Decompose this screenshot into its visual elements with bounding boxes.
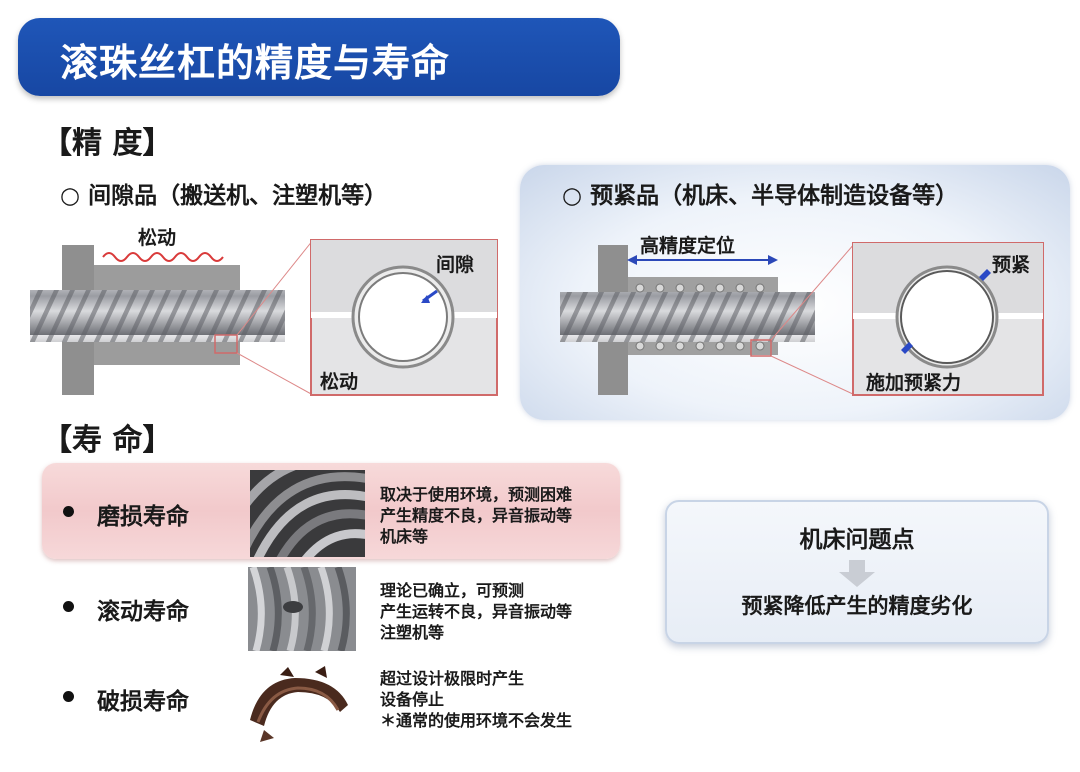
breakage-life-label: 破损寿命: [97, 689, 189, 715]
rolling-desc-line: 产生运转不良，异音振动等: [380, 602, 573, 621]
preload-screw-illustration: [560, 242, 1044, 396]
preload-heading: ○ 预紧品（机床、半导体制造设备等）: [562, 183, 959, 209]
high-precision-label: 高精度定位: [640, 235, 736, 257]
precision-heading: 【精 度】: [42, 126, 173, 161]
breakage-desc-line: ＊通常的使用环境不会发生: [380, 711, 573, 730]
title-banner: 滚珠丝杠的精度与寿命: [18, 18, 620, 96]
loose-label: 松动: [138, 227, 177, 249]
down-arrow-icon: [839, 560, 875, 587]
wear-desc-line: 取决于使用环境，预测困难: [380, 485, 573, 504]
breakage-desc-line: 超过设计极限时产生: [380, 669, 525, 688]
wear-photo: [250, 470, 365, 557]
wear-desc-line: 机床等: [380, 527, 429, 546]
preload-label: 预紧: [992, 254, 1031, 276]
apply-preload-label: 施加预紧力: [866, 372, 962, 394]
clearance-screw-illustration: [30, 239, 498, 396]
wear-life-label: 磨损寿命: [97, 504, 189, 530]
clearance-heading: ○ 间隙品（搬送机、注塑机等）: [60, 183, 388, 209]
rolling-desc-line: 注塑机等: [380, 623, 445, 642]
zoom-loose-label: 松动: [320, 371, 359, 393]
wear-life-desc: 取决于使用环境，预测困难 产生精度不良，异音振动等 机床等: [380, 484, 572, 547]
machine-tool-body: 预紧降低产生的精度劣化: [741, 594, 973, 618]
bullet-icon: [63, 601, 74, 612]
page-title: 滚珠丝杠的精度与寿命: [60, 41, 451, 85]
breakage-photo: [240, 660, 358, 745]
breakage-desc-line: 设备停止: [380, 690, 445, 709]
rolling-life-label: 滚动寿命: [97, 599, 189, 625]
machine-tool-issue-box: 机床问题点 预紧降低产生的精度劣化: [665, 500, 1049, 644]
bullet-icon: [63, 506, 74, 517]
life-heading: 【寿 命】: [42, 423, 173, 458]
gap-label: 间隙: [436, 254, 475, 276]
machine-tool-title: 机床问题点: [799, 527, 915, 553]
wear-desc-line: 产生精度不良，异音振动等: [380, 506, 573, 525]
rolling-life-desc: 理论已确立，可预测 产生运转不良，异音振动等 注塑机等: [380, 580, 572, 643]
rolling-desc-line: 理论已确立，可预测: [380, 581, 525, 600]
rolling-photo: [248, 567, 356, 651]
bullet-icon: [63, 691, 74, 702]
breakage-life-desc: 超过设计极限时产生 设备停止 ＊通常的使用环境不会发生: [380, 668, 572, 731]
